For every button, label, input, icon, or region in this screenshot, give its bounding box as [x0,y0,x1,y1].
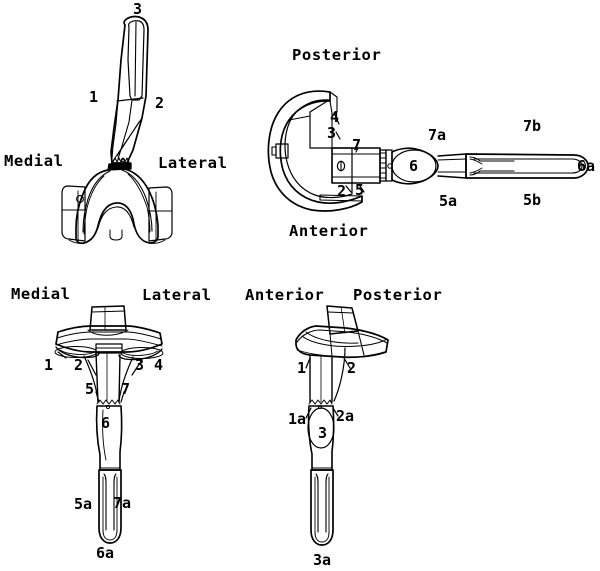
callout-7-tibial-anterior: 7 [121,380,131,398]
orientation-label-anterior-bottom: Anterior [245,286,325,304]
tibial-lateral-drawing [295,305,389,546]
callout-1-tibial-anterior: 1 [44,356,54,374]
callout-3-tibial-lateral: 3 [318,424,328,442]
callout-2-femoral-lateral: 2 [337,182,347,200]
callout-6-femoral-lateral: 6 [409,157,419,175]
callout-1-femoral-anterior: 1 [89,88,99,106]
callout-3a-tibial-lateral: 3a [313,551,332,569]
callout-2a-tibial-lateral: 2a [336,407,355,425]
callout-3-femoral-anterior: 3 [133,0,143,18]
leader-lines [57,112,365,419]
orientation-label-anterior-top: Anterior [289,222,369,240]
callout-3-tibial-anterior: 3 [135,356,145,374]
callout-5a-femoral-lateral: 5a [439,192,458,210]
callout-2-tibial-anterior: 2 [74,356,84,374]
callout-1a-tibial-lateral: 1a [288,410,307,428]
callout-5-femoral-lateral: 5 [355,181,365,199]
orientation-label-medial-bottom: Medial [11,285,71,303]
callout-5a-tibial-anterior: 5a [74,495,93,513]
orientation-label-lateral-bottom: Lateral [142,286,212,304]
callout-5b-femoral-lateral: 5b [523,191,542,209]
orientation-label-posterior-bottom: Posterior [353,286,443,304]
callout-5-tibial-anterior: 5 [85,380,95,398]
callout-4-tibial-anterior: 4 [154,356,164,374]
callout-2-tibial-lateral: 2 [347,359,357,377]
callout-7a-tibial-anterior: 7a [113,494,132,512]
callout-3-femoral-lateral: 3 [327,124,337,142]
callout-7-femoral-lateral: 7 [352,136,362,154]
tibial-anterior-drawing [54,305,164,544]
callout-1-tibial-lateral: 1 [297,359,307,377]
femoral-anterior-drawing [61,15,173,245]
callout-7a-femoral-lateral: 7a [428,126,447,144]
femoral-lateral-drawing [267,90,589,212]
orientation-label-medial-top: Medial [4,152,64,170]
callout-6-tibial-anterior: 6 [101,414,111,432]
callout-6a-tibial-anterior: 6a [96,544,115,562]
callout-4-femoral-lateral: 4 [330,108,340,126]
callout-7b-femoral-lateral: 7b [523,117,542,135]
orientation-label-posterior-top: Posterior [292,46,382,64]
orientation-label-lateral-top: Lateral [158,154,228,172]
callout-6a-femoral-lateral: 6a [577,157,596,175]
callout-2-femoral-anterior: 2 [155,94,165,112]
